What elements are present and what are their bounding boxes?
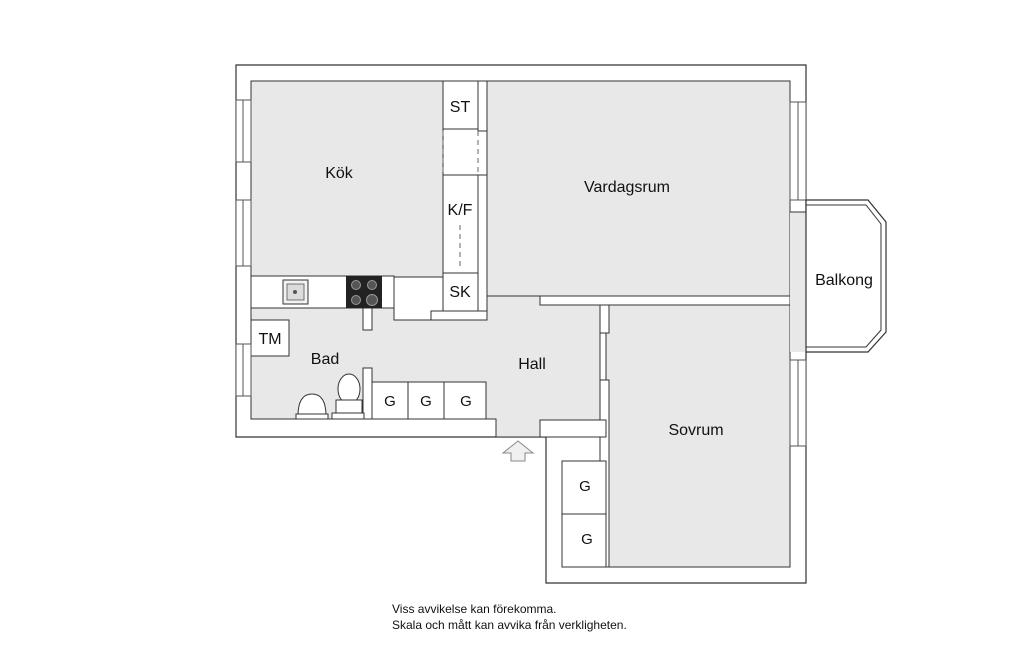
hall-wardrobes — [371, 381, 487, 420]
room-sovrum — [605, 304, 791, 568]
sovrum-wardrobes — [561, 460, 607, 568]
label-balkong: Balkong — [815, 272, 873, 289]
room-kok — [250, 80, 444, 278]
disclaimer-line: Skala och mått kan avvika från verklighe… — [392, 618, 627, 632]
washbasin-icon — [297, 393, 327, 417]
tm-box — [250, 319, 290, 357]
label-bad: Bad — [311, 351, 339, 368]
label-hall: Hall — [518, 356, 546, 373]
label-kf: K/F — [448, 202, 473, 219]
balcony — [805, 199, 887, 353]
label-sovrum: Sovrum — [668, 422, 723, 439]
windows — [235, 99, 807, 447]
disclaimer: Viss avvikelse kan förekomma. Skala och … — [392, 601, 627, 633]
label-wardrobe: G — [460, 393, 472, 410]
disclaimer-line: Viss avvikelse kan förekomma. — [392, 602, 557, 616]
label-sk: SK — [449, 284, 471, 301]
floor-areas — [250, 80, 791, 568]
label-wardrobe: G — [579, 478, 591, 495]
entrance-arrow-icon — [501, 440, 535, 462]
dashed-lines — [442, 131, 479, 268]
label-tm: TM — [258, 331, 281, 348]
label-kok: Kök — [325, 165, 354, 182]
closets-column — [442, 174, 479, 312]
label-wardrobe: G — [384, 393, 396, 410]
room-vardagsrum — [486, 80, 791, 297]
label-wardrobe: G — [420, 393, 432, 410]
bathroom-fixtures — [295, 373, 365, 420]
label-wardrobe: G — [581, 531, 593, 548]
label-vardagsrum: Vardagsrum — [584, 179, 670, 196]
label-st: ST — [450, 99, 471, 116]
kitchen-counter — [250, 275, 395, 309]
